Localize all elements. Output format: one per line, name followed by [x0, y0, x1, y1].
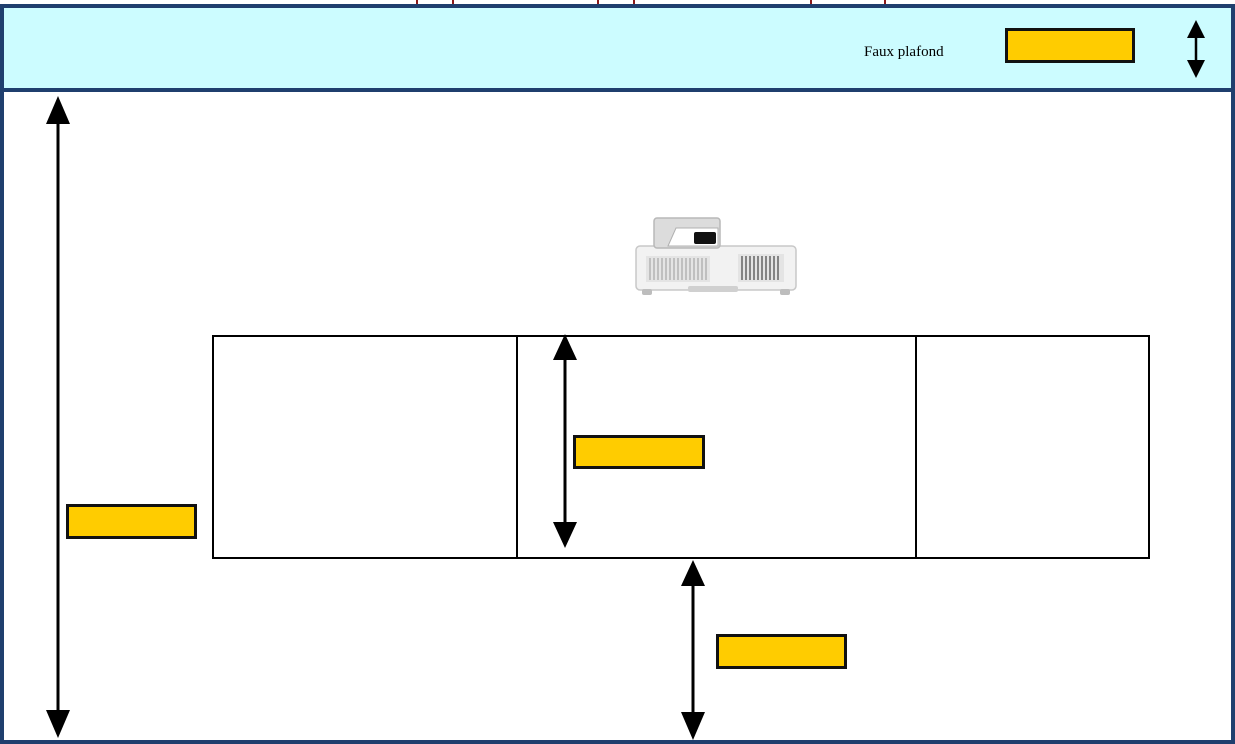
- ceiling-height-arrow: [1187, 20, 1205, 78]
- room-height-arrow: [46, 96, 70, 738]
- floor-to-screen-input[interactable]: [716, 634, 847, 669]
- ceiling-height-input[interactable]: [1005, 28, 1135, 63]
- projector-icon: [635, 217, 797, 295]
- screen-divider-left: [516, 337, 518, 557]
- false-ceiling-label: Faux plafond: [864, 44, 944, 60]
- screen-height-arrow: [553, 334, 577, 548]
- screen-divider-right: [915, 337, 917, 557]
- room-height-input[interactable]: [66, 504, 197, 539]
- screen-height-input[interactable]: [573, 435, 705, 469]
- floor-to-screen-arrow: [681, 560, 705, 740]
- false-ceiling-area: Faux plafond: [4, 8, 1231, 92]
